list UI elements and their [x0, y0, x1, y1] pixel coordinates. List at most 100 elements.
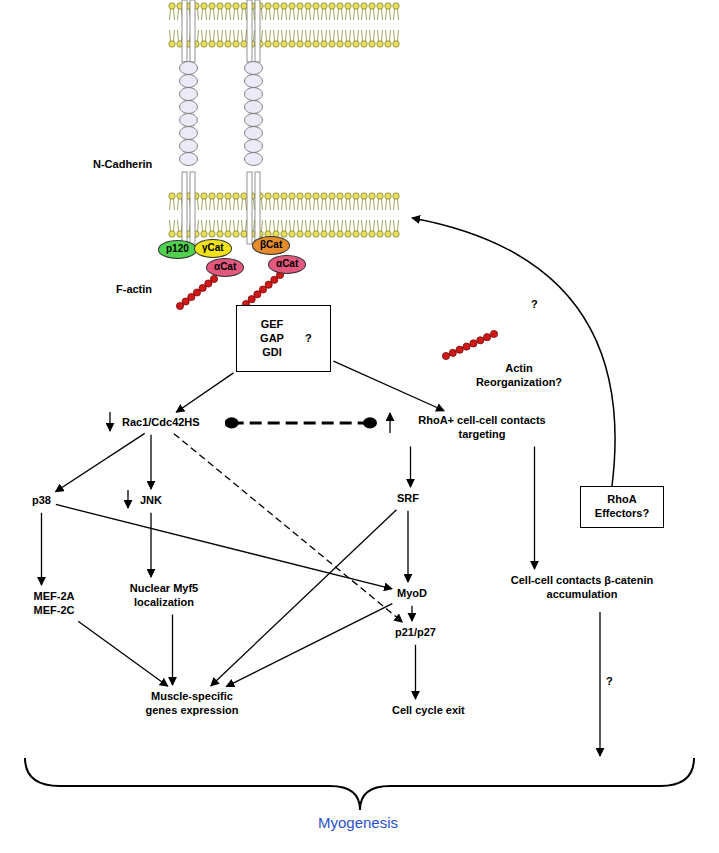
- lipid-tail: [214, 9, 215, 20]
- cadherin-domain: [245, 88, 263, 101]
- lipid-tail: [290, 30, 291, 41]
- lipid-head: [377, 41, 383, 47]
- lipid-tail: [202, 199, 203, 210]
- lipid-tail: [298, 30, 299, 41]
- actin-bead: [442, 352, 449, 359]
- lipid-tail: [238, 30, 239, 41]
- actin-bead: [490, 330, 497, 337]
- lipid-tail: [178, 30, 179, 41]
- lipid-tail: [386, 30, 387, 41]
- lipid-tail: [218, 30, 219, 41]
- lipid-head: [321, 193, 327, 199]
- lipid-tail: [398, 30, 399, 41]
- pathway-arrow: [211, 510, 397, 686]
- lipid-tail: [206, 9, 207, 20]
- lipid-head: [225, 193, 231, 199]
- lipid-tail: [278, 199, 279, 210]
- lipid-tail: [338, 30, 339, 41]
- pathway-label: JNK: [138, 492, 164, 510]
- lipid-tail: [274, 220, 275, 231]
- lipid-tail: [198, 30, 199, 41]
- lipid-head: [353, 231, 359, 237]
- lipid-tail: [374, 9, 375, 20]
- node-text: Muscle-specific genes expression: [135, 690, 249, 718]
- lipid-tail: [290, 220, 291, 231]
- lipid-tail: [318, 220, 319, 231]
- lipid-tail: [370, 30, 371, 41]
- lipid-tail: [374, 199, 375, 210]
- lipid-tail: [350, 30, 351, 41]
- lipid-tail: [378, 199, 379, 210]
- lipid-tail: [266, 9, 267, 20]
- lipid-tail: [386, 199, 387, 210]
- lipid-tail: [346, 9, 347, 20]
- node-text: JNK: [140, 494, 162, 508]
- lipid-tail: [174, 30, 175, 41]
- lipid-tail: [382, 30, 383, 41]
- lipid-head: [369, 193, 375, 199]
- lipid-tail: [306, 199, 307, 210]
- pathway-arrow: [226, 604, 392, 687]
- lipid-tail: [198, 199, 199, 210]
- lipid-tail: [206, 220, 207, 231]
- feedback-curve: [412, 218, 615, 486]
- lipid-tail: [254, 199, 255, 210]
- lipid-head: [361, 3, 367, 9]
- lipid-tail: [318, 9, 319, 20]
- lipid-tail: [306, 30, 307, 41]
- lipid-head: [313, 41, 319, 47]
- lipid-tail: [386, 9, 387, 20]
- lipid-tail: [254, 30, 255, 41]
- lipid-head: [217, 193, 223, 199]
- lipid-tail: [246, 199, 247, 210]
- lipid-tail: [330, 30, 331, 41]
- lipid-tail: [394, 220, 395, 231]
- lipid-tail: [178, 220, 179, 231]
- lipid-head: [169, 41, 175, 47]
- lipid-head: [201, 41, 207, 47]
- cadherin-stalk: [247, 172, 252, 244]
- lipid-head: [233, 41, 239, 47]
- lipid-head: [233, 3, 239, 9]
- lipid-head: [305, 231, 311, 237]
- lipid-head: [345, 231, 351, 237]
- lipid-tail: [198, 9, 199, 20]
- lipid-tail: [294, 30, 295, 41]
- lipid-tail: [178, 9, 179, 20]
- lipid-tail: [310, 199, 311, 210]
- lipid-head: [241, 3, 247, 9]
- lipid-head: [313, 193, 319, 199]
- lipid-head: [297, 41, 303, 47]
- pathway-arrow: [534, 447, 535, 570]
- cadherin-domain: [180, 62, 198, 75]
- lipid-tail: [278, 9, 279, 20]
- lipid-tail: [346, 30, 347, 41]
- cadherin-domain: [180, 153, 198, 166]
- lipid-head: [273, 41, 279, 47]
- node-text: αCat: [276, 258, 298, 271]
- lipid-tail: [202, 9, 203, 20]
- lipid-tail: [306, 220, 307, 231]
- lipid-head: [321, 3, 327, 9]
- cadherin-domain: [180, 114, 198, 127]
- lipid-tail: [378, 30, 379, 41]
- lipid-tail: [278, 30, 279, 41]
- lipid-head: [377, 231, 383, 237]
- lipid-tail: [378, 9, 379, 20]
- lipid-head: [369, 41, 375, 47]
- lipid-tail: [334, 199, 335, 210]
- node-text: MEF-2A MEF-2C: [28, 590, 80, 618]
- lipid-tail: [382, 220, 383, 231]
- lipid-tail: [346, 199, 347, 210]
- lipid-tail: [294, 9, 295, 20]
- lipid-head: [169, 193, 175, 199]
- lipid-tail: [314, 220, 315, 231]
- lipid-tail: [366, 30, 367, 41]
- lipid-head: [361, 231, 367, 237]
- lipid-head: [313, 231, 319, 237]
- node-text: γCat: [202, 242, 224, 255]
- pathway-arrow: [55, 433, 144, 491]
- pathway-arrow: [150, 513, 151, 577]
- cadherin-stalk: [255, 0, 260, 62]
- lipid-head: [233, 193, 239, 199]
